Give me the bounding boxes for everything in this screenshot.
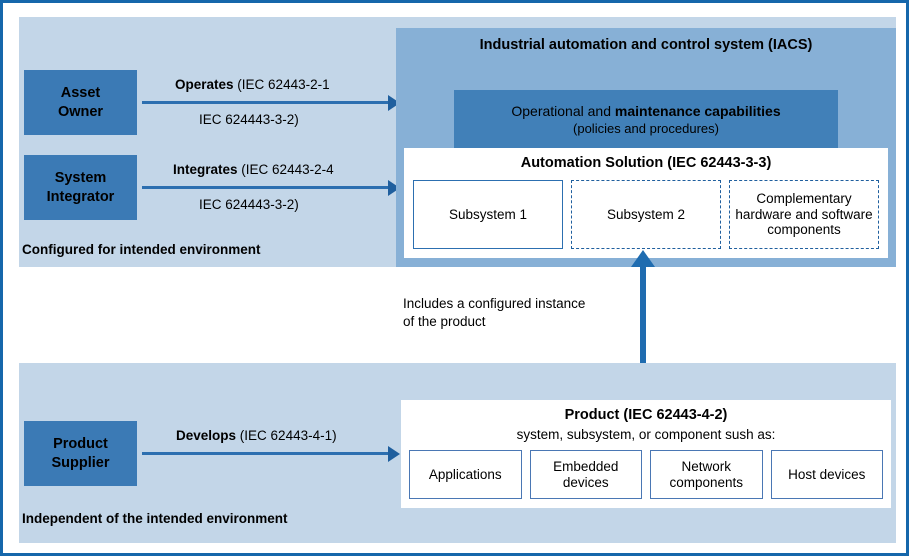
arrow-label-develops: Develops (IEC 62443-4-1): [176, 428, 337, 443]
complementary-components-label: Complementary hardware and software comp…: [735, 191, 873, 238]
role-product-supplier-line2: Supplier: [51, 454, 110, 471]
product-item-embedded-devices[interactable]: Embedded devices: [529, 450, 642, 499]
role-system-integrator-line1: System: [54, 170, 107, 187]
arrow-label-integrates-line1: Integrates (IEC 62443-2-4: [173, 162, 334, 177]
role-box-system-integrator[interactable]: System Integrator: [24, 155, 137, 220]
operational-maintenance-capabilities-band: Operational and maintenance capabilities…: [454, 90, 838, 149]
subsystem-row: Subsystem 1 Subsystem 2 Complementary ha…: [413, 180, 879, 249]
subsystem-1-label: Subsystem 1: [448, 206, 528, 222]
role-asset-owner-line1: Asset: [60, 85, 101, 102]
caption-independent-of-intended-environment: Independent of the intended environment: [22, 511, 288, 526]
arrow-integrates: [142, 186, 389, 189]
note-includes-configured-instance: Includes a configured instance of the pr…: [403, 295, 585, 331]
arrow-label-operates-line1: Operates (IEC 62443-2-1: [175, 77, 330, 92]
arrow-label-integrates-ref1: (IEC 62443-2-4: [241, 162, 334, 177]
product-item-applications[interactable]: Applications: [409, 450, 522, 499]
note-line2: of the product: [403, 314, 486, 330]
role-asset-owner-line2: Owner: [57, 103, 104, 120]
product-item-applications-label: Applications: [428, 466, 502, 482]
arrow-label-develops-verb: Develops: [176, 428, 237, 443]
arrow-label-integrates-verb: Integrates: [173, 162, 238, 177]
capabilities-sub: (policies and procedures): [573, 121, 719, 136]
arrow-label-integrates-ref2: IEC 624443-3-2): [199, 197, 299, 212]
product-title: Product (IEC 62443-4-2): [564, 407, 728, 423]
arrow-develops: [142, 452, 389, 455]
automation-solution-box: Automation Solution (IEC 62443-3-3) Subs…: [404, 148, 888, 258]
product-item-network-components-label: Network components: [669, 458, 744, 490]
product-items-row: Applications Embedded devices Network co…: [409, 450, 883, 499]
product-item-network-components[interactable]: Network components: [650, 450, 763, 499]
capabilities-line1: Operational and maintenance capabilities: [511, 103, 780, 119]
role-system-integrator-line2: Integrator: [46, 188, 115, 205]
subsystem-box-2[interactable]: Subsystem 2: [571, 180, 721, 249]
product-box: Product (IEC 62443-4-2) system, subsyste…: [401, 400, 891, 508]
arrow-label-operates-ref1: (IEC 62443-2-1: [237, 77, 330, 92]
role-product-supplier-line1: Product: [53, 436, 108, 453]
arrow-label-develops-ref1: (IEC 62443-4-1): [239, 428, 337, 443]
product-item-host-devices[interactable]: Host devices: [770, 450, 883, 499]
capabilities-strong: maintenance capabilities: [614, 103, 781, 119]
arrow-operates: [142, 101, 389, 104]
product-item-embedded-devices-label: Embedded devices: [553, 458, 619, 490]
subsystem-2-label: Subsystem 2: [606, 206, 686, 222]
caption-configured-for-intended-environment: Configured for intended environment: [22, 242, 261, 257]
vertical-arrow-shaft: [640, 265, 646, 401]
subsystem-box-complementary[interactable]: Complementary hardware and software comp…: [729, 180, 879, 249]
product-subtitle: system, subsystem, or component sush as:: [516, 427, 776, 442]
arrow-label-operates-ref2: IEC 624443-3-2): [199, 112, 299, 127]
role-box-product-supplier[interactable]: Product Supplier: [24, 421, 137, 486]
vertical-arrow-head: [631, 250, 655, 267]
arrow-label-operates-verb: Operates: [175, 77, 234, 92]
iacs-container: Industrial automation and control system…: [396, 28, 896, 267]
product-item-host-devices-label: Host devices: [788, 466, 866, 482]
role-box-asset-owner[interactable]: Asset Owner: [24, 70, 137, 135]
note-line1: Includes a configured instance: [403, 296, 586, 311]
automation-solution-title: Automation Solution (IEC 62443-3-3): [520, 155, 772, 171]
subsystem-box-1[interactable]: Subsystem 1: [413, 180, 563, 249]
iacs-title: Industrial automation and control system…: [479, 37, 813, 53]
capabilities-prefix: Operational and: [511, 103, 615, 119]
